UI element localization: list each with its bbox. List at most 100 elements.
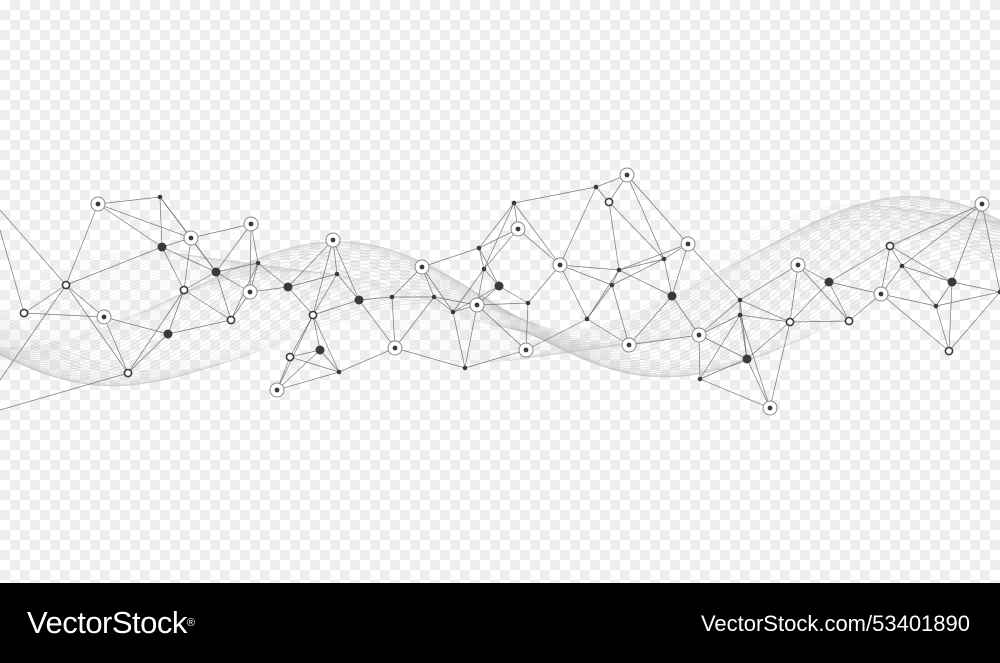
- network-edge: [127, 289, 185, 374]
- network-edge: [421, 266, 454, 313]
- network-edge: [433, 296, 454, 313]
- network-edge: [183, 271, 217, 291]
- wave-strand: [0, 210, 1000, 384]
- network-edge: [0, 209, 67, 286]
- wave-strand: [0, 200, 1000, 378]
- network-node: [285, 352, 295, 362]
- network-edge: [464, 304, 478, 369]
- network-node: [19, 308, 29, 318]
- image-id-label: VectorStock.com/53401890: [700, 611, 970, 636]
- network-edge: [394, 296, 435, 349]
- network-node: [552, 257, 568, 273]
- network-edge: [23, 312, 105, 318]
- network-edge: [586, 318, 630, 346]
- network-node: [315, 345, 325, 355]
- network-edge: [699, 314, 741, 380]
- network-edge: [626, 174, 665, 260]
- network-edge: [586, 269, 620, 320]
- network-node: [510, 221, 526, 237]
- network-edge: [103, 316, 129, 374]
- network-edge: [249, 223, 252, 293]
- network-node: [997, 289, 1000, 295]
- network-node: [431, 294, 437, 300]
- network-edge: [698, 299, 741, 336]
- network-edge: [421, 247, 480, 268]
- network-node: [974, 196, 990, 212]
- wave-strand: [0, 241, 1000, 384]
- network-edge: [559, 264, 588, 320]
- network-node: [61, 280, 71, 290]
- network-edge: [103, 316, 169, 335]
- network-edge: [901, 203, 983, 267]
- network-node: [462, 365, 468, 371]
- network-edge: [559, 264, 613, 286]
- network-edge: [671, 295, 700, 336]
- network-edge: [319, 349, 340, 373]
- network-edge: [312, 314, 321, 351]
- network-edge: [167, 319, 232, 335]
- network-edge: [951, 281, 1000, 293]
- network-edge: [626, 174, 689, 245]
- wave-strand: [0, 248, 1000, 380]
- network-edge: [739, 299, 748, 360]
- network-edge: [880, 245, 891, 295]
- wave-strand: [0, 202, 1000, 380]
- wave-strand: [0, 214, 1000, 353]
- network-edge: [618, 258, 665, 271]
- network-edge: [394, 347, 466, 369]
- wave-strand: [0, 219, 1000, 364]
- network-edge: [215, 223, 252, 273]
- network-edge: [739, 264, 799, 301]
- network-edge: [0, 229, 25, 314]
- network-edge: [901, 265, 953, 283]
- network-edge: [287, 273, 338, 288]
- network-node: [621, 337, 637, 353]
- wave-strand: [0, 212, 1000, 352]
- network-node: [308, 310, 318, 320]
- network-edge: [65, 246, 163, 286]
- network-edge: [698, 334, 748, 360]
- network-edge: [611, 284, 630, 346]
- wave-strand: [0, 244, 1000, 382]
- network-node: [269, 382, 285, 398]
- network-edge: [586, 284, 613, 320]
- network-node: [790, 257, 806, 273]
- vectorstock-logo: VectorStock®: [27, 601, 195, 645]
- network-edge: [828, 281, 882, 295]
- wave-strand: [0, 205, 1000, 362]
- network-edge: [880, 293, 937, 307]
- network-edge: [880, 293, 950, 352]
- wave-strand: [0, 221, 1000, 368]
- network-edge: [483, 228, 519, 270]
- network-edge: [358, 299, 396, 349]
- network-edge: [608, 201, 620, 271]
- network-edge: [901, 265, 937, 307]
- network-node: [476, 245, 482, 251]
- network-edge: [746, 321, 791, 360]
- network-node: [518, 342, 534, 358]
- wave-strand: [0, 223, 1000, 371]
- wave-strand: [0, 205, 1000, 356]
- network-nodes: [19, 167, 1000, 416]
- network-node: [179, 285, 189, 295]
- network-edge: [65, 203, 99, 286]
- network-node: [680, 236, 696, 252]
- network-edge: [276, 314, 314, 391]
- network-edge: [289, 349, 321, 358]
- network-edge: [391, 296, 396, 349]
- network-edge: [739, 314, 791, 323]
- network-edge: [159, 196, 163, 248]
- wave-strand: [0, 222, 1000, 369]
- network-node: [255, 260, 261, 266]
- network-node: [163, 329, 173, 339]
- network-edge: [215, 262, 259, 273]
- network-edge: [618, 269, 673, 297]
- network-edge: [0, 284, 67, 381]
- wave-strand: [0, 233, 1000, 386]
- network-edge: [797, 264, 850, 322]
- wave-strand: [0, 205, 1000, 361]
- network-edge: [699, 358, 748, 380]
- network-edge: [663, 258, 673, 297]
- network-edge: [739, 314, 748, 360]
- network-node: [661, 256, 667, 262]
